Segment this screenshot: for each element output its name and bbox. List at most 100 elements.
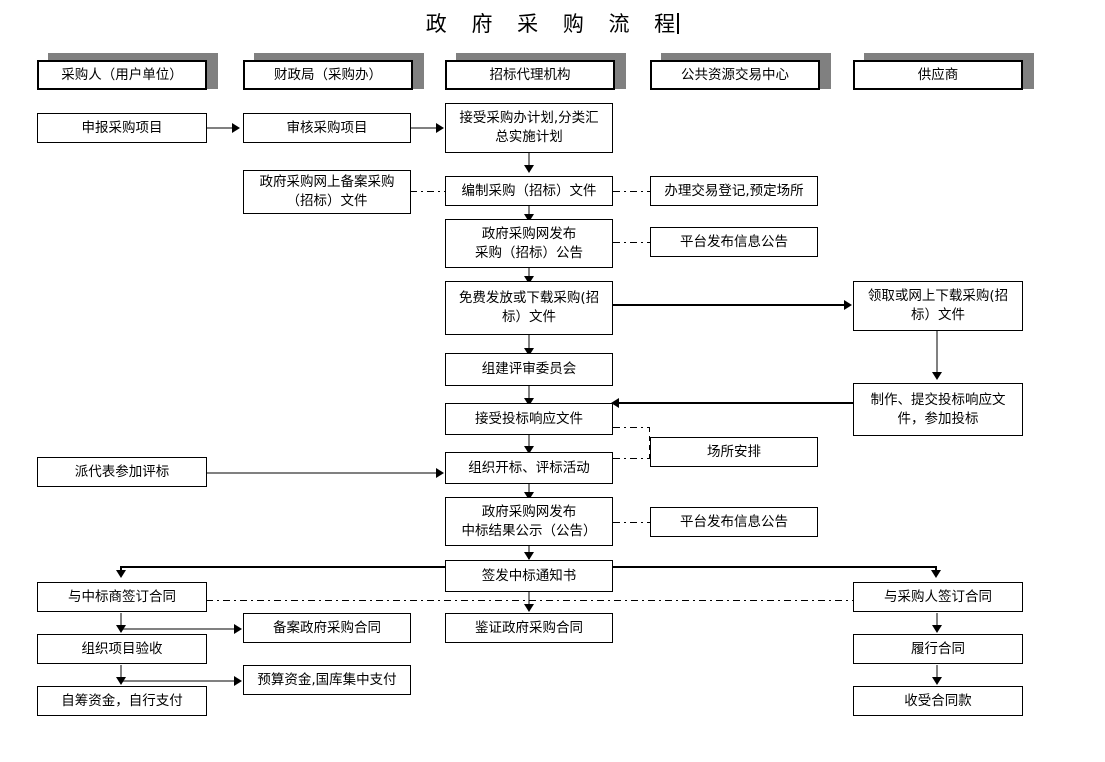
node-file-contract[interactable]: 备案政府采购合同 xyxy=(243,613,411,643)
connector-makedocs-to-publishnotice xyxy=(528,202,530,218)
node-venue-arrange-label: 场所安排 xyxy=(707,443,761,460)
node-form-committee-label: 组建评审委员会 xyxy=(481,361,577,377)
arrowhead-committee-to-acceptbids xyxy=(524,398,534,406)
node-publish-notice-label: 政府采购网发布采购（招标）公告 xyxy=(475,225,583,261)
node-publish-result-label: 政府采购网发布中标结果公示（公告） xyxy=(461,503,597,539)
dashconnector-venue-vertical xyxy=(649,427,650,459)
node-accept-plan-label: 接受采购办计划,分类汇总实施计划 xyxy=(459,110,599,145)
connector-signwinner-to-filecontract xyxy=(120,628,238,630)
node-receive-payment-label: 收受合同款 xyxy=(904,692,972,709)
connector-publishnotice-to-issuedocs xyxy=(528,267,530,281)
arrowhead-review-to-accept-plan xyxy=(436,123,444,133)
node-platform-notice-1[interactable]: 平台发布信息公告 xyxy=(650,227,818,257)
arrowhead-issuedocs-to-download xyxy=(844,300,852,310)
node-record-docs-label: 政府采购网上备案采购（招标）文件 xyxy=(259,174,395,209)
node-issue-award-label: 签发中标通知书 xyxy=(481,567,577,584)
text-cursor xyxy=(677,13,680,34)
connector-issueaward-to-signwinner-h xyxy=(120,566,445,568)
node-sign-buyer[interactable]: 与采购人签订合同 xyxy=(853,582,1023,612)
node-sign-buyer-label: 与采购人签订合同 xyxy=(884,588,992,605)
column-header-buyer-label: 采购人（用户单位） xyxy=(61,66,183,83)
page-title-text: 政 府 采 购 流 程 xyxy=(425,12,685,36)
node-self-funds[interactable]: 自筹资金，自行支付 xyxy=(37,686,207,716)
dashconnector-openeval-to-venue xyxy=(613,458,650,459)
node-submit-bid-label: 制作、提交投标响应文件，参加投标 xyxy=(870,391,1006,427)
column-header-center: 公共资源交易中心 xyxy=(650,60,820,90)
node-download-docs-label: 领取或网上下载采购(招标）文件 xyxy=(867,288,1009,323)
arrowhead-perform-to-receive xyxy=(932,677,942,685)
arrowhead-publishresult-to-issueaward xyxy=(524,552,534,560)
connector-submitbid-to-acceptbids xyxy=(618,402,853,404)
connector-signwinner-to-acceptproject xyxy=(120,613,122,629)
node-trade-register-label: 办理交易登记,预定场所 xyxy=(664,182,804,199)
connector-acceptproject-to-budgetfunds xyxy=(120,680,238,682)
node-sign-winner-label: 与中标商签订合同 xyxy=(68,588,176,605)
node-record-docs[interactable]: 政府采购网上备案采购（招标）文件 xyxy=(243,170,411,214)
arrowhead-acceptproject-to-budgetfunds xyxy=(234,676,242,686)
node-issue-docs[interactable]: 免费发放或下载采购(招标）文件 xyxy=(445,281,613,335)
connector-acceptproject-to-selffunds xyxy=(120,665,122,681)
node-open-evaluate[interactable]: 组织开标、评标活动 xyxy=(445,452,613,484)
column-header-agency-label: 招标代理机构 xyxy=(489,66,571,83)
node-issue-award[interactable]: 签发中标通知书 xyxy=(445,560,613,592)
node-publish-notice[interactable]: 政府采购网发布采购（招标）公告 xyxy=(445,219,613,268)
connector-perform-to-receive xyxy=(936,665,938,681)
node-accept-plan[interactable]: 接受采购办计划,分类汇总实施计划 xyxy=(445,103,613,153)
arrowhead-submitbid-to-acceptbids xyxy=(611,398,619,408)
connector-sendrep-to-openeval xyxy=(207,472,438,474)
node-accept-bids[interactable]: 接受投标响应文件 xyxy=(445,403,613,435)
node-accept-bids-label: 接受投标响应文件 xyxy=(475,410,583,427)
node-venue-arrange[interactable]: 场所安排 xyxy=(650,437,818,467)
node-form-committee[interactable]: 组建评审委员会 xyxy=(445,353,613,386)
page-title: 政 府 采 购 流 程 xyxy=(0,8,1105,38)
connector-issuedocs-to-committee xyxy=(528,335,530,353)
node-make-docs[interactable]: 编制采购（招标）文件 xyxy=(445,176,613,206)
arrowhead-download-to-submitbid xyxy=(932,372,942,380)
node-platform-notice-2-label: 平台发布信息公告 xyxy=(680,513,788,530)
node-platform-notice-2[interactable]: 平台发布信息公告 xyxy=(650,507,818,537)
arrowhead-openeval-to-publishresult xyxy=(524,492,534,500)
node-receive-payment[interactable]: 收受合同款 xyxy=(853,686,1023,716)
dashconnector-makedocs-to-traderegister xyxy=(613,191,650,192)
arrowhead-signwinner-to-acceptproject xyxy=(116,625,126,633)
node-trade-register[interactable]: 办理交易登记,预定场所 xyxy=(650,176,818,206)
dashconnector-publishnotice-to-platformnotice1 xyxy=(613,242,650,243)
connector-signbuyer-to-perform xyxy=(936,613,938,629)
node-notarize-contract[interactable]: 鉴证政府采购合同 xyxy=(445,613,613,643)
node-sign-winner[interactable]: 与中标商签订合同 xyxy=(37,582,207,612)
connector-issuedocs-to-download xyxy=(613,304,846,306)
dashconnector-recorddocs-to-makedocs xyxy=(410,191,445,192)
node-budget-funds[interactable]: 预算资金,国库集中支付 xyxy=(243,665,411,695)
node-file-contract-label: 备案政府采购合同 xyxy=(273,619,381,636)
arrowhead-makedocs-to-publishnotice xyxy=(524,214,534,222)
node-perform-contract-label: 履行合同 xyxy=(911,640,965,657)
column-header-agency: 招标代理机构 xyxy=(445,60,615,90)
node-accept-project-label: 组织项目验收 xyxy=(81,640,163,657)
column-header-supplier: 供应商 xyxy=(853,60,1023,90)
node-accept-project[interactable]: 组织项目验收 xyxy=(37,634,207,664)
arrowhead-publishnotice-to-issuedocs xyxy=(524,276,534,284)
node-review-project[interactable]: 审核采购项目 xyxy=(243,113,411,143)
column-header-finance-label: 财政局（采购办） xyxy=(274,66,382,83)
column-header-finance: 财政局（采购办） xyxy=(243,60,413,90)
connector-acceptplan-to-makedocs xyxy=(528,152,530,168)
arrowhead-signwinner-to-filecontract xyxy=(234,624,242,634)
arrowhead-issueaward-to-signwinner xyxy=(116,570,126,578)
node-open-evaluate-label: 组织开标、评标活动 xyxy=(468,459,590,476)
dashconnector-acceptbids-to-venue xyxy=(613,427,650,428)
arrowhead-issueaward-to-signbuyer xyxy=(931,570,941,578)
node-send-rep[interactable]: 派代表参加评标 xyxy=(37,457,207,487)
node-make-docs-label: 编制采购（招标）文件 xyxy=(461,182,597,199)
arrowhead-issueaward-to-notarize xyxy=(524,604,534,612)
node-perform-contract[interactable]: 履行合同 xyxy=(853,634,1023,664)
arrowhead-acceptproject-to-selffunds xyxy=(116,677,126,685)
arrowhead-acceptbids-to-openeval xyxy=(524,446,534,454)
arrowhead-issuedocs-to-committee xyxy=(524,348,534,356)
column-header-buyer: 采购人（用户单位） xyxy=(37,60,207,90)
node-publish-result[interactable]: 政府采购网发布中标结果公示（公告） xyxy=(445,497,613,546)
node-download-docs[interactable]: 领取或网上下载采购(招标）文件 xyxy=(853,281,1023,331)
node-submit-bid[interactable]: 制作、提交投标响应文件，参加投标 xyxy=(853,383,1023,436)
node-notarize-contract-label: 鉴证政府采购合同 xyxy=(475,619,583,636)
node-apply-project[interactable]: 申报采购项目 xyxy=(37,113,207,143)
node-review-project-label: 审核采购项目 xyxy=(286,119,368,136)
